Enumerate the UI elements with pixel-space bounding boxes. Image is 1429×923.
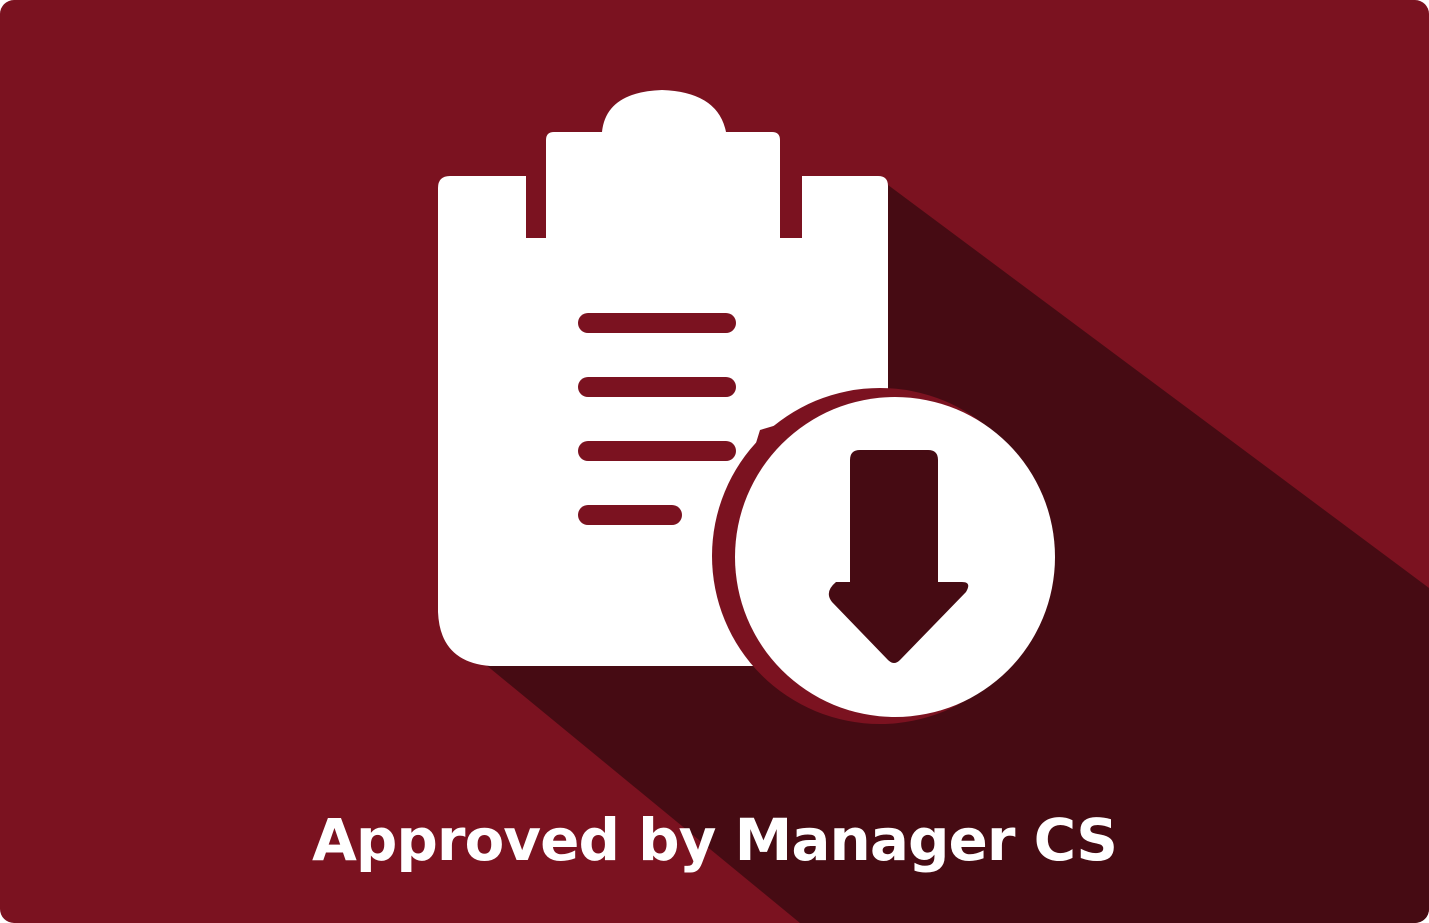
clipboard-lines: [578, 313, 736, 525]
download-arrow-icon: [828, 450, 969, 663]
clipboard-download-icon: [438, 90, 1055, 724]
tile-caption: Approved by Manager CS: [311, 806, 1118, 874]
